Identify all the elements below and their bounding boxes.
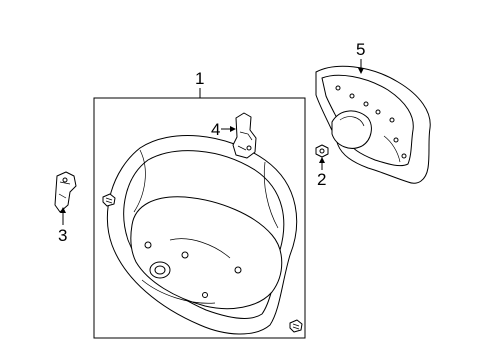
callout-5: 5 xyxy=(356,40,365,59)
bolt-icon xyxy=(289,319,303,333)
bolt-icon xyxy=(102,193,116,207)
callout-4: 4 xyxy=(211,120,220,139)
callout-3: 3 xyxy=(58,226,67,245)
arrowhead-3 xyxy=(60,207,66,213)
switch-icon xyxy=(54,171,77,213)
switch-icon xyxy=(232,112,257,159)
steering-wheel-icon xyxy=(106,135,298,335)
arrowhead-2 xyxy=(319,157,325,163)
arrowhead-4 xyxy=(230,126,236,132)
callout-2: 2 xyxy=(317,170,326,189)
arrowhead-5 xyxy=(358,68,364,74)
nut-icon xyxy=(315,144,329,158)
callout-1: 1 xyxy=(195,69,204,88)
airbag-module-icon xyxy=(315,65,431,184)
